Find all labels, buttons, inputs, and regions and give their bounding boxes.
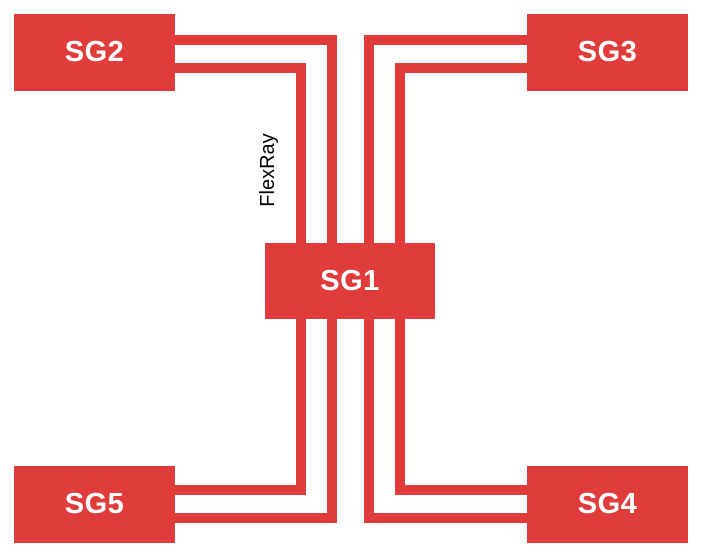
connection-sg3-sg1-channel-b	[395, 63, 532, 250]
node-sg4: SG4	[527, 466, 688, 543]
flexray-bus-label: FlexRay	[257, 133, 279, 207]
connection-sg4-sg1-channel-b	[395, 312, 532, 495]
node-sg2-label: SG2	[64, 36, 125, 68]
node-sg3-label: SG3	[577, 36, 638, 68]
node-sg5-label: SG5	[64, 488, 125, 520]
node-sg2: SG2	[14, 14, 175, 91]
node-sg3: SG3	[527, 14, 688, 91]
connection-sg2-sg1-channel-a	[170, 35, 337, 250]
connection-sg2-sg1-channel-b	[170, 63, 306, 250]
connection-sg5-sg1-channel-a	[170, 312, 337, 523]
connection-sg5-sg1-channel-b	[170, 312, 306, 495]
connection-sg3-sg1-channel-a	[364, 35, 532, 250]
node-sg4-label: SG4	[577, 488, 638, 520]
node-sg1-label: SG1	[320, 264, 380, 297]
node-sg5: SG5	[14, 466, 175, 543]
node-sg1: SG1	[265, 243, 435, 319]
connection-sg4-sg1-channel-a	[364, 312, 532, 523]
